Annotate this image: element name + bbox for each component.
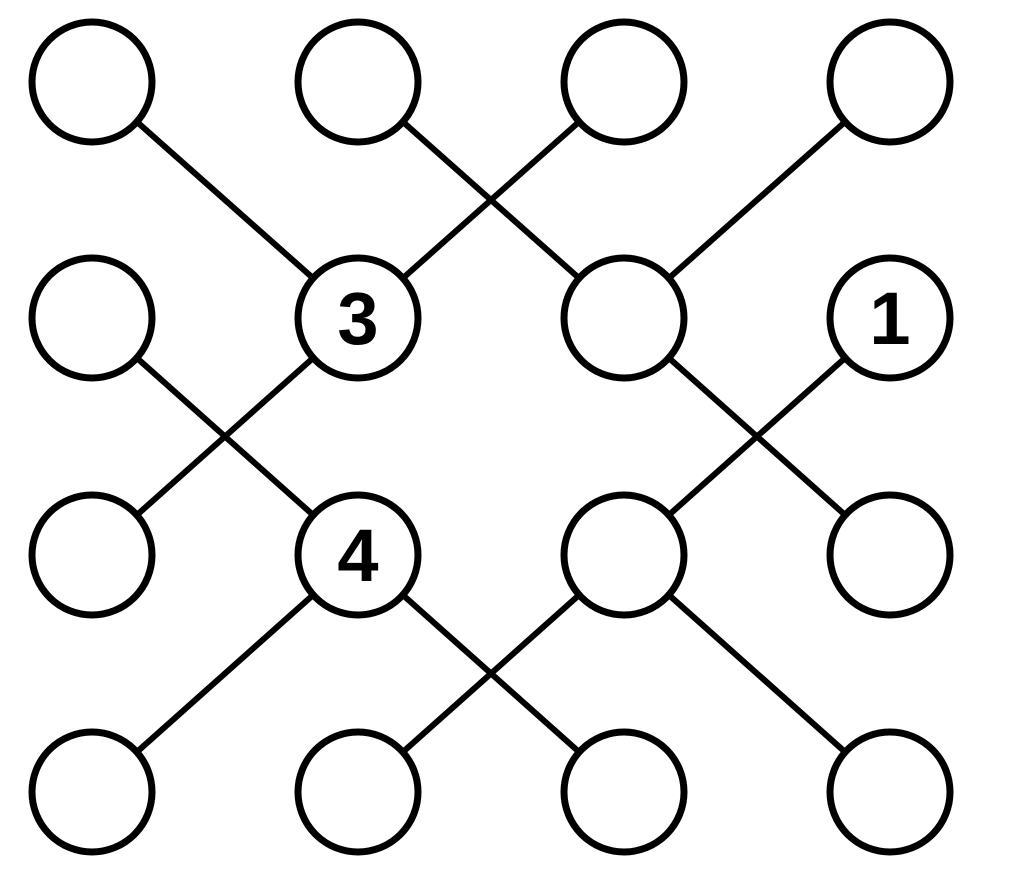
node-r2c2[interactable]: 3 <box>294 254 422 382</box>
node-circle[interactable] <box>28 254 156 382</box>
node-r2c3[interactable] <box>560 254 688 382</box>
node-circle[interactable] <box>826 491 954 619</box>
node-circle[interactable] <box>28 491 156 619</box>
node-r4c2[interactable] <box>294 728 422 856</box>
node-circle[interactable] <box>826 18 954 146</box>
node-circle[interactable] <box>560 254 688 382</box>
nodes-layer: 3 1 4 <box>28 18 954 856</box>
node-circle[interactable] <box>294 254 422 382</box>
node-r4c4[interactable] <box>826 728 954 856</box>
node-r2c4[interactable]: 1 <box>826 254 954 382</box>
node-r1c2[interactable] <box>294 18 422 146</box>
node-circle[interactable] <box>294 728 422 856</box>
node-label: 4 <box>337 514 378 597</box>
node-r1c3[interactable] <box>560 18 688 146</box>
node-circle[interactable] <box>826 728 954 856</box>
node-circle[interactable] <box>294 18 422 146</box>
node-circle[interactable] <box>560 491 688 619</box>
node-r3c4[interactable] <box>826 491 954 619</box>
node-r2c1[interactable] <box>28 254 156 382</box>
node-circle[interactable] <box>28 728 156 856</box>
node-r3c3[interactable] <box>560 491 688 619</box>
node-circle[interactable] <box>560 728 688 856</box>
node-label: 1 <box>869 277 910 360</box>
node-circle[interactable] <box>560 18 688 146</box>
node-r3c2[interactable]: 4 <box>294 491 422 619</box>
node-r4c3[interactable] <box>560 728 688 856</box>
node-circle[interactable] <box>826 254 954 382</box>
node-r1c1[interactable] <box>28 18 156 146</box>
node-label: 3 <box>337 277 378 360</box>
edges-layer <box>90 79 892 795</box>
node-r1c4[interactable] <box>826 18 954 146</box>
node-circle[interactable] <box>294 491 422 619</box>
node-r4c1[interactable] <box>28 728 156 856</box>
node-circle[interactable] <box>28 18 156 146</box>
node-r3c1[interactable] <box>28 491 156 619</box>
